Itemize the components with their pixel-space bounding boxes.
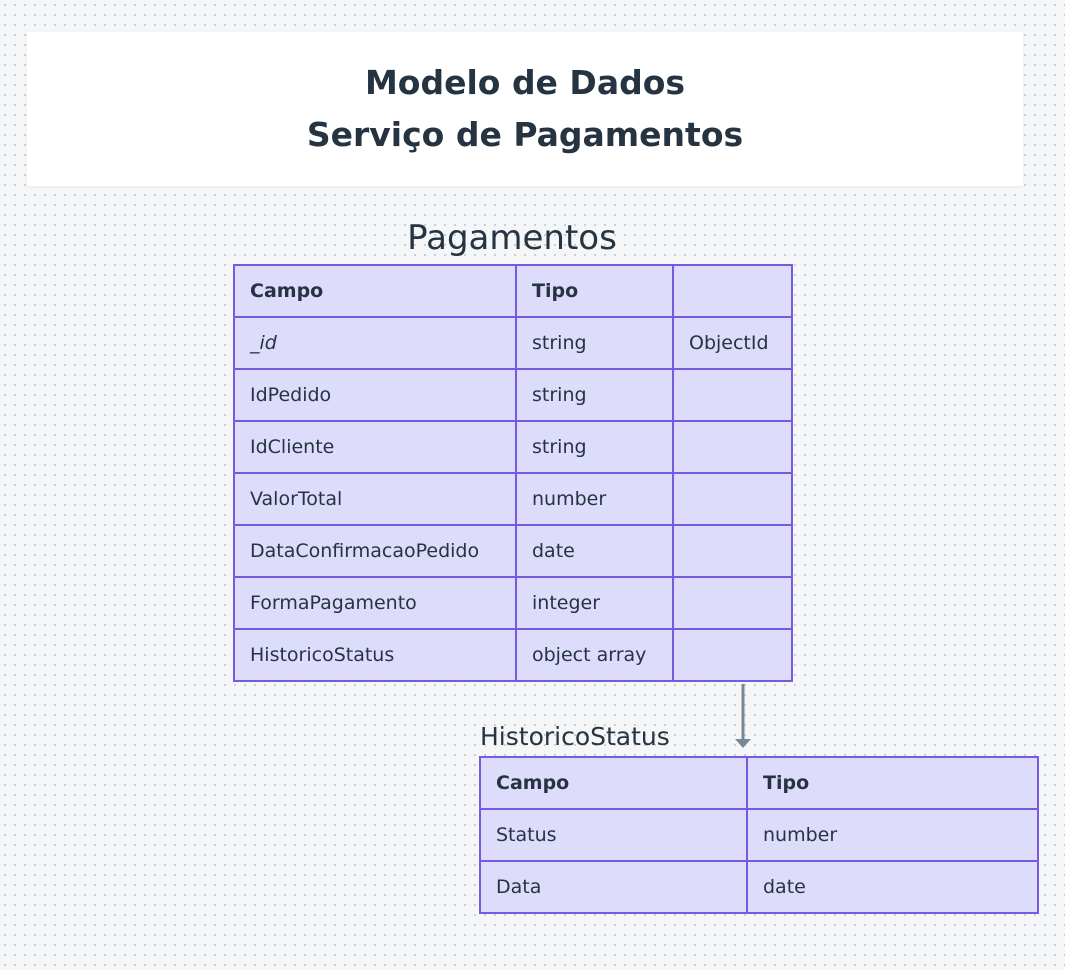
field-type-cell: integer: [515, 576, 674, 630]
field-name-cell: FormaPagamento: [233, 576, 517, 630]
field-type-cell: date: [515, 524, 674, 578]
field-extra-cell: [672, 420, 793, 474]
table-header-row: Campo Tipo: [479, 756, 1039, 810]
field-extra-cell: [672, 472, 793, 526]
field-name-cell: Status: [479, 808, 748, 862]
field-type-cell: string: [515, 420, 674, 474]
field-extra-cell: [672, 628, 793, 682]
field-type-cell: number: [746, 808, 1039, 862]
field-type-cell: date: [746, 860, 1039, 914]
pagamentos-table: Campo Tipo _id string ObjectId IdPedido …: [233, 264, 793, 682]
relation-arrow-icon: [735, 684, 751, 748]
field-name-cell: _id: [233, 316, 517, 370]
table-row: HistoricoStatus object array: [233, 628, 793, 682]
field-name-cell: HistoricoStatus: [233, 628, 517, 682]
historico-table-caption: HistoricoStatus: [480, 722, 670, 751]
field-name-cell: IdCliente: [233, 420, 517, 474]
table-row: _id string ObjectId: [233, 316, 793, 370]
field-name-cell: DataConfirmacaoPedido: [233, 524, 517, 578]
diagram-title-line-1: Modelo de Dados: [364, 63, 686, 102]
header-cell-campo: Campo: [233, 264, 517, 318]
table-row: FormaPagamento integer: [233, 576, 793, 630]
header-cell-extra: [672, 264, 793, 318]
table-row: Status number: [479, 808, 1039, 862]
field-type-cell: number: [515, 472, 674, 526]
field-type-cell: string: [515, 316, 674, 370]
table-header-row: Campo Tipo: [233, 264, 793, 318]
diagram-title-card: Modelo de Dados Serviço de Pagamentos: [27, 32, 1023, 186]
field-name-cell: ValorTotal: [233, 472, 517, 526]
header-cell-tipo: Tipo: [746, 756, 1039, 810]
header-cell-campo: Campo: [479, 756, 748, 810]
diagram-title-line-2: Serviço de Pagamentos: [306, 115, 744, 154]
header-cell-tipo: Tipo: [515, 264, 674, 318]
table-row: DataConfirmacaoPedido date: [233, 524, 793, 578]
field-name-cell: IdPedido: [233, 368, 517, 422]
field-extra-cell: [672, 576, 793, 630]
table-row: IdCliente string: [233, 420, 793, 474]
field-type-cell: object array: [515, 628, 674, 682]
historico-status-table: Campo Tipo Status number Data date: [479, 756, 1039, 914]
pagamentos-table-caption: Pagamentos: [407, 218, 617, 258]
table-row: Data date: [479, 860, 1039, 914]
table-row: ValorTotal number: [233, 472, 793, 526]
field-name-cell: Data: [479, 860, 748, 914]
field-extra-cell: [672, 368, 793, 422]
field-type-cell: string: [515, 368, 674, 422]
table-row: IdPedido string: [233, 368, 793, 422]
field-extra-cell: ObjectId: [672, 316, 793, 370]
field-extra-cell: [672, 524, 793, 578]
